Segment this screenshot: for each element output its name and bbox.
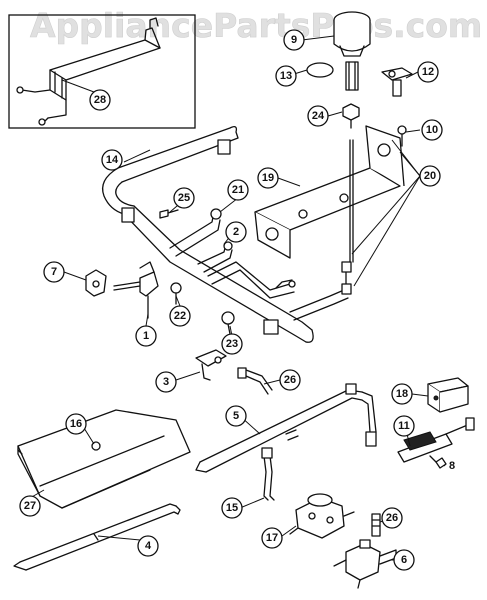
callout-15: 15 — [221, 497, 243, 519]
callout-16: 16 — [65, 413, 87, 435]
callout-1: 1 — [135, 325, 157, 347]
part-manifold-pipe — [101, 126, 314, 343]
callout-9: 9 — [283, 29, 305, 51]
callout-24: 24 — [307, 105, 329, 127]
callout-16-label: 16 — [70, 418, 82, 430]
svg-text:8: 8 — [449, 460, 455, 472]
part-bracket-12 — [381, 67, 413, 97]
inset-box — [8, 14, 196, 129]
callout-2-label: 2 — [233, 226, 239, 238]
callout-4: 4 — [137, 535, 159, 557]
callout-26b-label: 26 — [386, 512, 398, 524]
callout-7-label: 7 — [51, 266, 57, 278]
callout-12: 12 — [417, 61, 439, 83]
part-rail-4 — [13, 503, 181, 571]
callout-26a: 26 — [279, 369, 301, 391]
callout-6-label: 6 — [401, 554, 407, 566]
part-tube-15 — [261, 447, 275, 501]
callout-28: 28 — [89, 89, 111, 111]
part-tube-26a — [237, 367, 273, 395]
callout-11-label: 11 — [398, 420, 410, 432]
callout-27: 27 — [19, 495, 41, 517]
part-bracket-3 — [195, 349, 227, 381]
callout-27-label: 27 — [24, 500, 36, 512]
part-screw-8 — [429, 455, 447, 469]
callout-8: 8 — [449, 460, 455, 472]
callout-10: 10 — [421, 119, 443, 141]
part-heat-shield — [17, 409, 191, 509]
callout-20-label: 20 — [424, 170, 436, 182]
part-valve-6 — [333, 539, 397, 589]
callout-19: 19 — [257, 167, 279, 189]
callout-12-label: 12 — [422, 66, 434, 78]
callout-21: 21 — [227, 179, 249, 201]
part-valve-top — [333, 11, 371, 91]
callout-4-label: 4 — [145, 540, 152, 552]
callout-2: 2 — [225, 221, 247, 243]
part-regulator-17 — [289, 493, 355, 539]
callout-28-label: 28 — [94, 94, 106, 106]
callout-19-label: 19 — [262, 172, 274, 184]
callout-15-label: 15 — [226, 502, 238, 514]
callout-22-label: 22 — [174, 310, 186, 322]
callout-14-label: 14 — [106, 154, 119, 166]
callout-20: 20 — [419, 165, 441, 187]
callout-3-label: 3 — [163, 376, 169, 388]
part-bracket-18 — [427, 377, 469, 413]
callout-9-label: 9 — [291, 34, 297, 46]
watermark-logo: AppliancePartsPros.com — [30, 6, 483, 46]
callout-23-label: 23 — [226, 338, 238, 350]
callout-7: 7 — [43, 261, 65, 283]
part-igniter-11 — [397, 417, 475, 463]
part-gas-tubes — [169, 139, 354, 321]
callout-25: 25 — [173, 187, 195, 209]
callout-23: 23 — [221, 333, 243, 355]
callout-14: 14 — [101, 149, 123, 171]
callout-26a-label: 26 — [284, 374, 296, 386]
part-nut — [342, 103, 360, 121]
callout-18-label: 18 — [396, 388, 408, 400]
callout-1-label: 1 — [143, 330, 149, 342]
part-screw-10 — [397, 125, 407, 147]
part-o-ring — [306, 62, 334, 78]
callout-10-label: 10 — [426, 124, 438, 136]
callout-13-label: 13 — [280, 70, 292, 82]
callout-6: 6 — [393, 549, 415, 571]
callout-3: 3 — [155, 371, 177, 393]
callout-17-label: 17 — [266, 532, 278, 544]
callout-13: 13 — [275, 65, 297, 87]
callout-5: 5 — [225, 405, 247, 427]
part-bracket-19 — [254, 125, 405, 259]
part-rail-5 — [195, 383, 377, 473]
callout-26b: 26 — [381, 507, 403, 529]
callout-5-label: 5 — [233, 410, 239, 422]
leader-lines — [29, 35, 447, 561]
callout-22: 22 — [169, 305, 191, 327]
callout-25-label: 25 — [178, 192, 190, 204]
part-orifices — [170, 282, 235, 335]
callout-11: 11 — [393, 415, 415, 437]
part-fitting-26b — [371, 513, 381, 537]
callout-24-label: 24 — [312, 110, 325, 122]
part-screw-25 — [159, 209, 179, 219]
callout-18: 18 — [391, 383, 413, 405]
callout-21-label: 21 — [232, 184, 244, 196]
callout-17: 17 — [261, 527, 283, 549]
part-valve-1-7 — [85, 261, 159, 319]
